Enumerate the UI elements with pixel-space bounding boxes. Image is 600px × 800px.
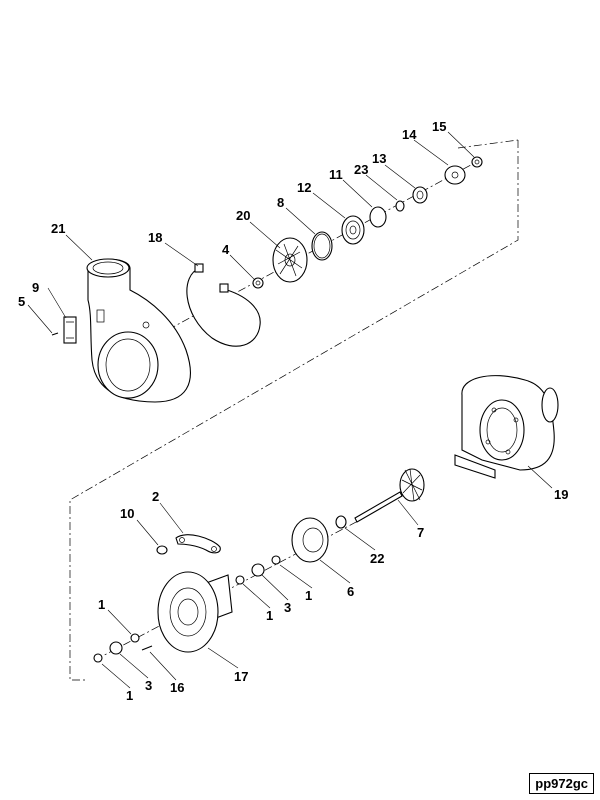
- callout-labels: 21 9 5 18 4 20 8 12 11 23 13 14 15 19 7 …: [18, 119, 568, 703]
- compressor-wheel: [272, 237, 308, 283]
- compressor-housing: [86, 258, 191, 403]
- lock-plate-2: [175, 534, 221, 554]
- callout-11: 11: [329, 167, 343, 182]
- bearing-stack-upper: [235, 555, 281, 585]
- seal-insert-12: [341, 215, 365, 245]
- callout-4: 4: [222, 242, 230, 257]
- assembly-boundary: [69, 139, 519, 681]
- callout-8: 8: [277, 195, 284, 210]
- callout-1-d: 1: [126, 688, 133, 703]
- callout-1-c: 1: [98, 597, 105, 612]
- callout-6: 6: [347, 584, 354, 599]
- leader-lines: [27, 131, 553, 689]
- thrust-bearing-14: [444, 165, 466, 185]
- screw-5: [51, 332, 59, 336]
- callout-21: 21: [51, 221, 65, 236]
- bearing-stack-lower: [93, 633, 153, 663]
- callout-2: 2: [152, 489, 159, 504]
- nut-15: [471, 156, 483, 168]
- callout-1-a: 1: [305, 588, 312, 603]
- ring-23: [395, 200, 405, 212]
- callout-15: 15: [432, 119, 446, 134]
- ring-22: [335, 515, 347, 529]
- callout-7: 7: [417, 525, 424, 540]
- snap-ring-8: [311, 231, 333, 261]
- bearing-housing-17: [157, 571, 233, 653]
- callout-17: 17: [234, 669, 248, 684]
- turbine-shaft-wheel: [354, 468, 425, 523]
- callout-20: 20: [236, 208, 250, 223]
- callout-19: 19: [554, 487, 568, 502]
- callout-1-b: 1: [266, 608, 273, 623]
- turbine-housing: [454, 375, 559, 479]
- heat-shield-6: [291, 517, 329, 563]
- bolt-10: [156, 545, 168, 555]
- o-ring-11: [369, 206, 387, 228]
- v-band-clamp: [186, 263, 261, 347]
- callout-5: 5: [18, 294, 25, 309]
- callout-14: 14: [402, 127, 417, 142]
- nut-4: [252, 277, 264, 289]
- callout-13: 13: [372, 151, 386, 166]
- thrust-sleeve-13: [412, 186, 428, 204]
- callout-23: 23: [354, 162, 368, 177]
- callout-3-b: 3: [145, 678, 152, 693]
- callout-10: 10: [120, 506, 134, 521]
- callout-12: 12: [297, 180, 311, 195]
- name-plate-9: [63, 316, 77, 344]
- callout-22: 22: [370, 551, 384, 566]
- drawing-code: pp972gc: [529, 773, 594, 794]
- callout-16: 16: [170, 680, 184, 695]
- callout-3-a: 3: [284, 600, 291, 615]
- callout-9: 9: [32, 280, 39, 295]
- callout-18: 18: [148, 230, 162, 245]
